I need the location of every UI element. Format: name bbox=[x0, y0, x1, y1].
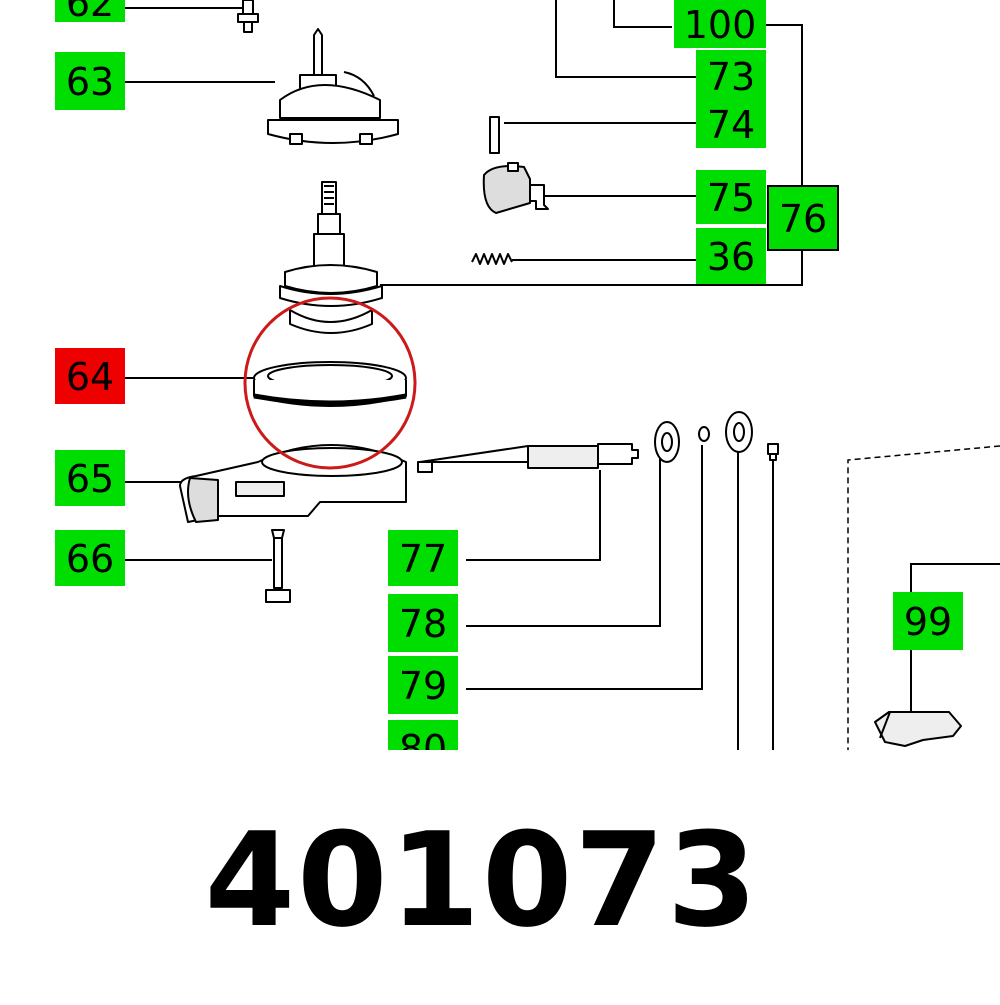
callout-text: 75 bbox=[707, 176, 755, 220]
screw-66-drawing bbox=[265, 529, 291, 603]
ring-64-drawing bbox=[253, 361, 407, 407]
callout-text: 79 bbox=[399, 664, 447, 708]
callout-label-75: 75 bbox=[696, 170, 766, 224]
callout-text: 64 bbox=[66, 355, 114, 399]
callout-label-73: 73 bbox=[696, 50, 766, 102]
spindle-assembly-76-drawing bbox=[279, 181, 383, 307]
callout-text: 62 bbox=[66, 0, 114, 25]
callout-label-66: 66 bbox=[55, 530, 125, 586]
callout-text: 80 bbox=[399, 727, 447, 771]
callout-text: 73 bbox=[707, 55, 755, 99]
callout-label-100: 100 bbox=[674, 0, 766, 48]
callout-text: 65 bbox=[66, 457, 114, 501]
highlight-circle bbox=[243, 296, 417, 470]
callout-text: 77 bbox=[399, 537, 447, 581]
subassembly-frame bbox=[847, 445, 1000, 750]
callout-text: 100 bbox=[684, 3, 757, 47]
button-75-drawing bbox=[482, 162, 549, 214]
callout-label-64: 64 bbox=[55, 348, 125, 404]
callout-label-79: 79 bbox=[388, 656, 458, 714]
callout-label-74: 74 bbox=[696, 100, 766, 148]
screw-62-drawing bbox=[237, 0, 259, 33]
callout-text: 78 bbox=[399, 602, 447, 646]
callout-label-78: 78 bbox=[388, 594, 458, 652]
callout-label-77: 77 bbox=[388, 530, 458, 586]
callout-label-36: 36 bbox=[696, 228, 766, 284]
pin-74-drawing bbox=[489, 116, 500, 154]
small-screw-drawing bbox=[767, 443, 779, 461]
callout-text: 99 bbox=[904, 600, 952, 644]
callout-label-80: 80 bbox=[388, 720, 458, 771]
ring-79-drawing bbox=[698, 426, 710, 442]
bearing-80-drawing bbox=[725, 411, 753, 453]
callout-text: 36 bbox=[707, 235, 755, 279]
gear-ring-drawing bbox=[289, 309, 373, 334]
lever-99-drawing bbox=[874, 711, 962, 747]
callout-text: 74 bbox=[707, 103, 755, 147]
shaft-77-drawing bbox=[417, 443, 639, 473]
callout-label-76: 76 bbox=[767, 185, 839, 251]
spindle-cap-63-drawing bbox=[267, 28, 399, 145]
callout-text: 63 bbox=[66, 60, 114, 104]
spring-36-drawing bbox=[471, 253, 513, 265]
callout-label-63: 63 bbox=[55, 52, 125, 110]
callout-label-62: 62 bbox=[55, 0, 125, 25]
part-number: 401073 bbox=[205, 804, 760, 956]
callout-label-99: 99 bbox=[893, 592, 963, 650]
callout-text: 76 bbox=[779, 197, 827, 241]
bearing-78-drawing bbox=[654, 421, 680, 463]
callout-label-65: 65 bbox=[55, 450, 125, 506]
leader-lines bbox=[125, 0, 1000, 750]
callout-text: 66 bbox=[66, 537, 114, 581]
